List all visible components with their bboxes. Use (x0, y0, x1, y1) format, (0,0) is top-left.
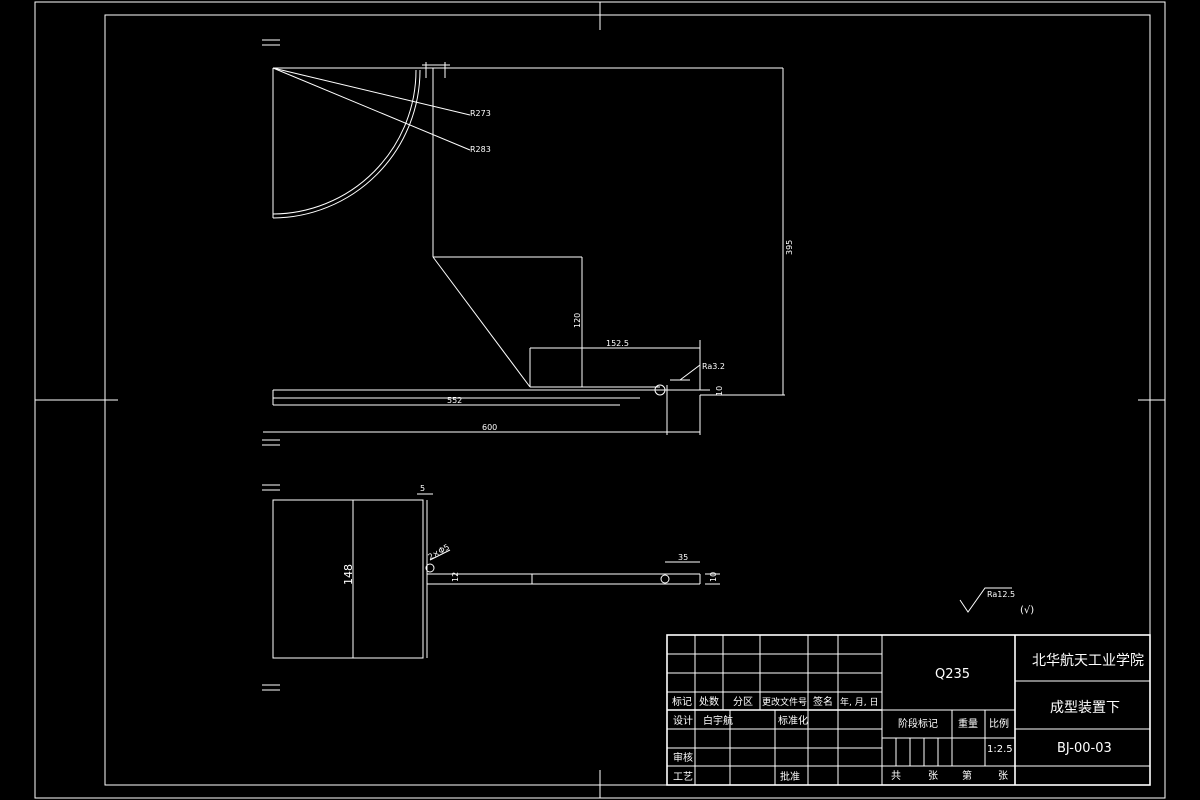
label-review: 审核 (673, 751, 693, 764)
dim-gap: 10 (715, 386, 724, 396)
dim-hole: 2×Φ5 (427, 542, 452, 561)
title-block: 标记 处数 分区 更改文件号 签名 年, 月, 日 设计 白宇航 标准化 审核 … (666, 634, 1151, 786)
label-design: 设计 (673, 714, 693, 727)
part-name: 成型装置下 (1050, 700, 1120, 716)
dim-roughness-mark: Ra3.2 (702, 362, 725, 371)
label-approve: 批准 (780, 770, 800, 783)
material: Q235 (935, 667, 970, 682)
label-count: 处数 (699, 695, 719, 708)
dim-step-width: 152.5 (606, 339, 629, 348)
label-weight: 重量 (958, 717, 978, 730)
dim-thk: 10 (709, 572, 718, 582)
roughness-symbol: Ra12.5 (√) (959, 587, 1034, 616)
label-signature: 签名 (813, 695, 833, 708)
dim-side-height: 148 (342, 564, 355, 585)
front-view: R273 R283 395 120 152.5 Ra3.2 10 552 600 (262, 39, 794, 446)
dim-small: 12 (451, 572, 460, 582)
label-change-doc: 更改文件号 (762, 696, 807, 708)
roughness-value: Ra12.5 (987, 590, 1015, 599)
dim-r1: R273 (470, 109, 491, 118)
dim-plate-thk: 5 (420, 484, 425, 493)
label-zone: 分区 (733, 696, 753, 708)
label-total: 共 (891, 770, 901, 782)
dim-height-total: 395 (785, 240, 794, 255)
dim-step-height: 120 (573, 313, 582, 328)
label-date: 年, 月, 日 (840, 696, 878, 708)
drawing-number: BJ-00-03 (1057, 741, 1112, 756)
label-stage-mark: 阶段标记 (898, 717, 938, 730)
dim-len1: 552 (447, 396, 462, 405)
label-sheets: 张 (928, 770, 938, 782)
section-view: 148 5 2×Φ5 35 10 12 (262, 484, 720, 691)
label-sheet: 张 (998, 770, 1008, 782)
dim-r2: R283 (470, 145, 491, 154)
school-name: 北华航天工业学院 (1032, 653, 1144, 669)
label-standardize: 标准化 (778, 714, 808, 727)
label-ratio: 比例 (989, 717, 1009, 730)
dim-hole-pos: 35 (678, 553, 688, 562)
label-mark: 标记 (672, 696, 692, 708)
roughness-note: (√) (1020, 605, 1034, 616)
dim-len2: 600 (482, 423, 497, 432)
label-nth: 第 (962, 769, 972, 782)
label-process: 工艺 (673, 771, 693, 783)
designer-name: 白宇航 (703, 714, 733, 727)
scale-value: 1:2.5 (987, 744, 1013, 755)
drawing-frame (34, 1, 1166, 799)
